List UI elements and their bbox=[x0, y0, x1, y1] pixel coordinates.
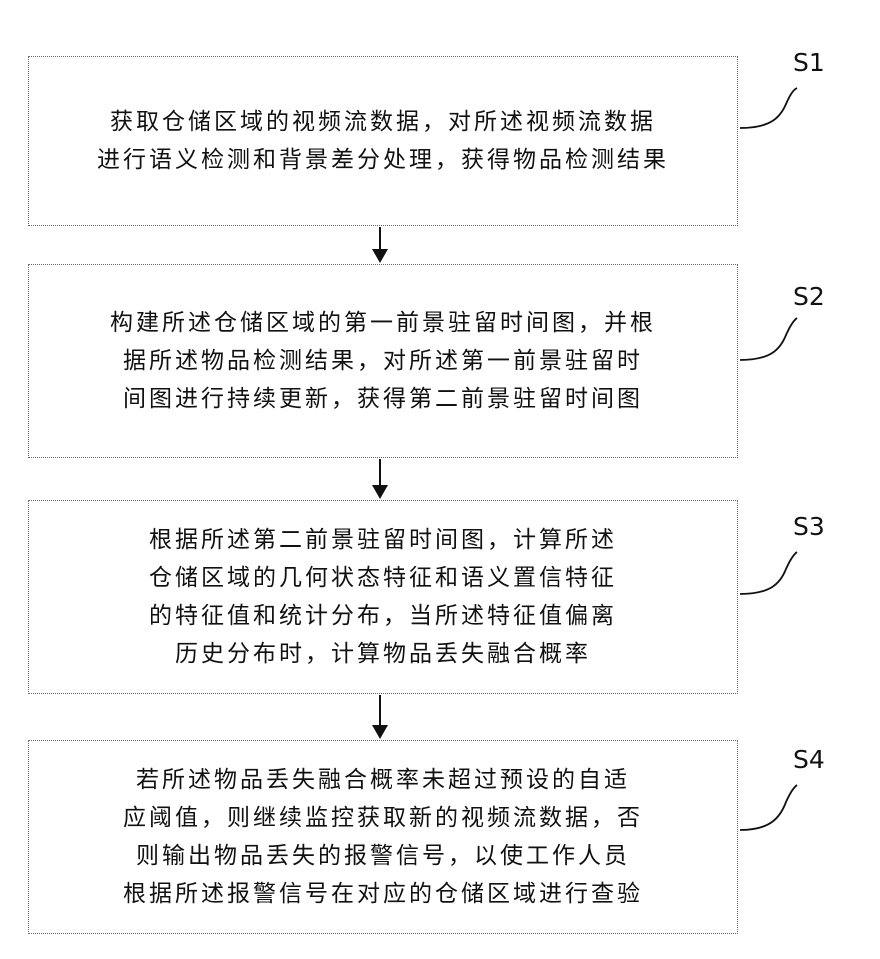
leader-curve-s1 bbox=[740, 88, 797, 128]
leader-curve-s4 bbox=[740, 785, 797, 830]
flow-arrow-2 bbox=[372, 459, 388, 499]
leader-curve-s2 bbox=[740, 318, 797, 360]
flow-arrow-1 bbox=[372, 227, 388, 263]
flow-arrow-3 bbox=[372, 695, 388, 739]
leader-curve-s3 bbox=[740, 552, 797, 594]
